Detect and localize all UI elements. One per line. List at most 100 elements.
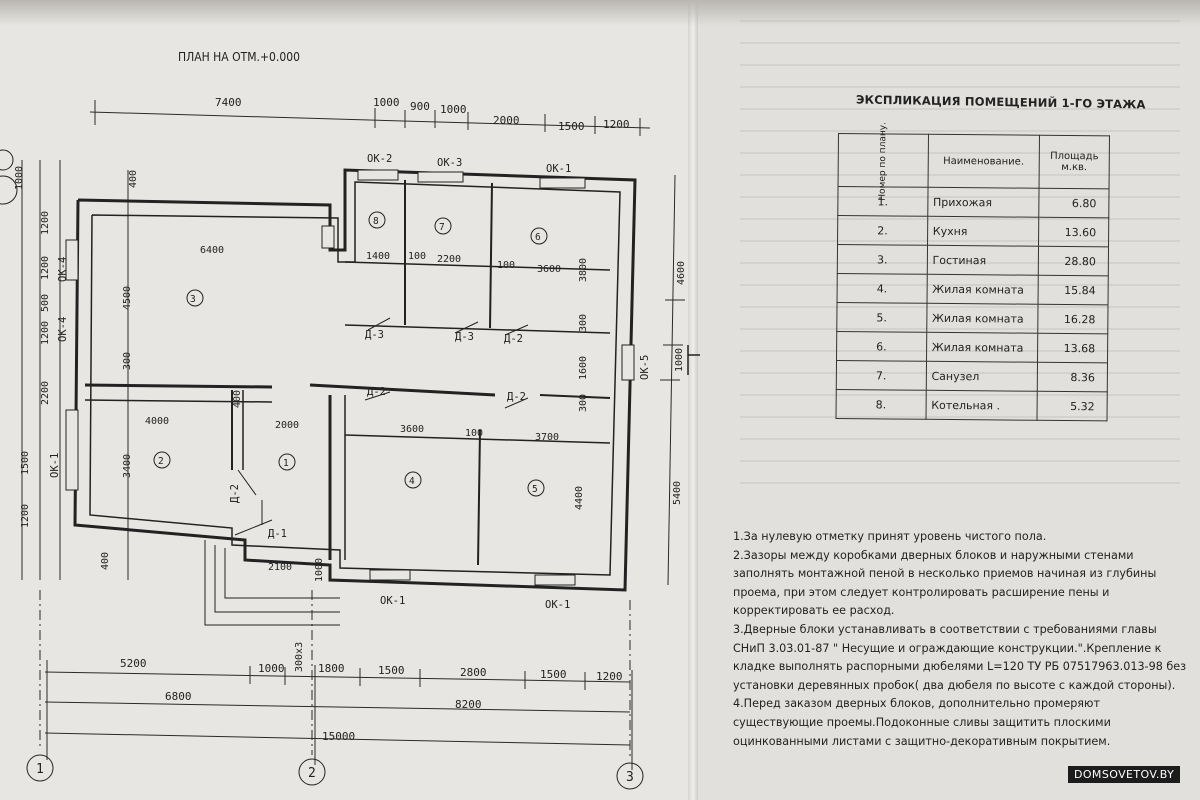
dim-400: 400 (128, 170, 139, 188)
window-ok4a-label: ОК-4 (57, 257, 69, 282)
window-ok5-label: ОК-5 (639, 355, 651, 380)
dim-bottom-1000: 1000 (258, 662, 285, 675)
dim-steps: 300х3 (294, 642, 305, 672)
window-ok1-bottom-b-label: ОК-1 (545, 599, 570, 611)
floor-plan-drawing: 3 2 1 4 5 6 7 8 1 2 3 7400 1000 900 1000… (0, 96, 700, 790)
dim-2200: 2200 (437, 254, 461, 265)
header-number-text: Номер по плану. (877, 121, 889, 201)
show-through-text (740, 20, 1180, 500)
room-4-marker: 4 (409, 476, 415, 487)
note-4: 4.Перед заказом дверных блоков, дополнит… (733, 697, 1111, 748)
row-name: Жилая комната (926, 303, 1039, 334)
room-8-marker: 8 (373, 216, 379, 227)
dim-2100: 2100 (268, 562, 292, 573)
dim-bottom-1500b: 1500 (540, 668, 567, 681)
row-num: 5. (836, 302, 927, 333)
window-ok1-left-label: ОК-1 (49, 453, 61, 478)
dim-bottom-1500a: 1500 (378, 664, 405, 677)
dim-line-top (89, 111, 651, 129)
dim-300b: 300 (578, 314, 589, 332)
room-6-marker: 6 (535, 232, 541, 243)
row-num: 4. (837, 273, 927, 304)
note-3: 3.Дверные блоки устанавливать в соответс… (733, 622, 1187, 692)
row-area: 6.80 (1038, 188, 1110, 218)
dim-1600: 1600 (578, 356, 589, 380)
room-1-marker: 1 (283, 458, 289, 469)
plan-title: ПЛАН НА ОТМ.+0.000 (178, 50, 300, 64)
dim-bottom-1800: 1800 (318, 662, 345, 675)
header-name: Наименование. (927, 134, 1040, 189)
dim-3800: 3800 (578, 258, 589, 282)
window-ok1-bottom-a-label: ОК-1 (380, 595, 405, 607)
door-d3b-label: Д-3 (455, 331, 474, 343)
dim-3600: 3600 (537, 264, 561, 275)
row-num: 2. (837, 215, 928, 246)
row-area: 13.68 (1037, 333, 1108, 363)
dim-left-2200: 2200 (40, 381, 51, 405)
row-num: 6. (836, 331, 927, 362)
row-area: 28.80 (1038, 246, 1109, 276)
axis-1-label: 1 (36, 762, 44, 777)
top-shadow (0, 0, 1200, 26)
row-name: Санузел (925, 361, 1038, 392)
dim-top-2000: 2000 (493, 114, 520, 127)
dim-top-1200: 1200 (603, 118, 630, 131)
paper-fold (688, 0, 698, 800)
dim-bottom-8200: 8200 (455, 698, 482, 711)
dim-total-15000: 15000 (322, 730, 355, 743)
window-ok2-label: ОК-2 (367, 153, 392, 165)
dim-1400: 1400 (366, 251, 390, 262)
dim-bottom-1200: 1200 (596, 670, 623, 683)
door-d2d-label: Д-2 (229, 484, 241, 503)
row-name: Прихожая (927, 187, 1040, 218)
dim-6400: 6400 (200, 245, 224, 256)
row-name: Котельная . (925, 390, 1038, 421)
row-num: 8. (836, 389, 926, 420)
dim-4500: 4500 (122, 286, 133, 310)
explication-sheet (690, 0, 1200, 800)
note-1: 1.За нулевую отметку принят уровень чист… (733, 530, 1047, 543)
row-name: Жилая комната (926, 274, 1039, 305)
dim-top-1000b: 1000 (440, 103, 467, 116)
row-name: Жилая комната (926, 332, 1038, 363)
window-ok3-label: ОК-3 (437, 157, 462, 169)
note-2: 2.Зазоры между коробками дверных блоков … (733, 548, 1157, 618)
dim-3400: 3400 (122, 454, 133, 478)
dim-4600: 4600 (676, 261, 687, 285)
row-name: Кухня (927, 216, 1039, 247)
exterior-walls (73, 168, 637, 592)
dim-bottom-2800: 2800 (460, 666, 487, 679)
door-d2b-label: Д-2 (367, 386, 386, 398)
row-area: 5.32 (1037, 391, 1108, 421)
door-d2a-label: Д-2 (504, 333, 523, 345)
dim-left-1000: 1000 (14, 166, 25, 190)
table-row: 8.Котельная .5.32 (836, 389, 1108, 421)
dim-300: 300 (122, 352, 133, 370)
dim-100a: 100 (408, 251, 426, 262)
dim-top-7400: 7400 (215, 96, 242, 109)
dim-4400: 4400 (574, 486, 585, 510)
dim-top-1000a: 1000 (373, 96, 400, 109)
dim-2000: 2000 (275, 420, 299, 431)
room-3-marker: 3 (190, 294, 196, 305)
dim-left-1200a: 1200 (40, 211, 51, 235)
door-d2c-label: Д-2 (507, 391, 526, 403)
row-area: 15.84 (1038, 275, 1109, 305)
row-num: 3. (837, 244, 928, 275)
dim-100b: 100 (497, 260, 515, 271)
door-d3a-label: Д-3 (365, 329, 384, 341)
dim-4000: 4000 (145, 416, 169, 427)
row-area: 13.60 (1038, 217, 1109, 247)
dim-1000r: 1000 (674, 348, 685, 372)
dim-300c: 300 (578, 394, 589, 412)
row-name: Гостиная (926, 245, 1039, 276)
dim-left-400: 400 (100, 552, 111, 570)
row-area: 8.36 (1037, 362, 1108, 392)
site-watermark: DOMSOVETOV.BY (1068, 766, 1181, 783)
drawing-notes: 1.За нулевую отметку принят уровень чист… (733, 528, 1188, 751)
